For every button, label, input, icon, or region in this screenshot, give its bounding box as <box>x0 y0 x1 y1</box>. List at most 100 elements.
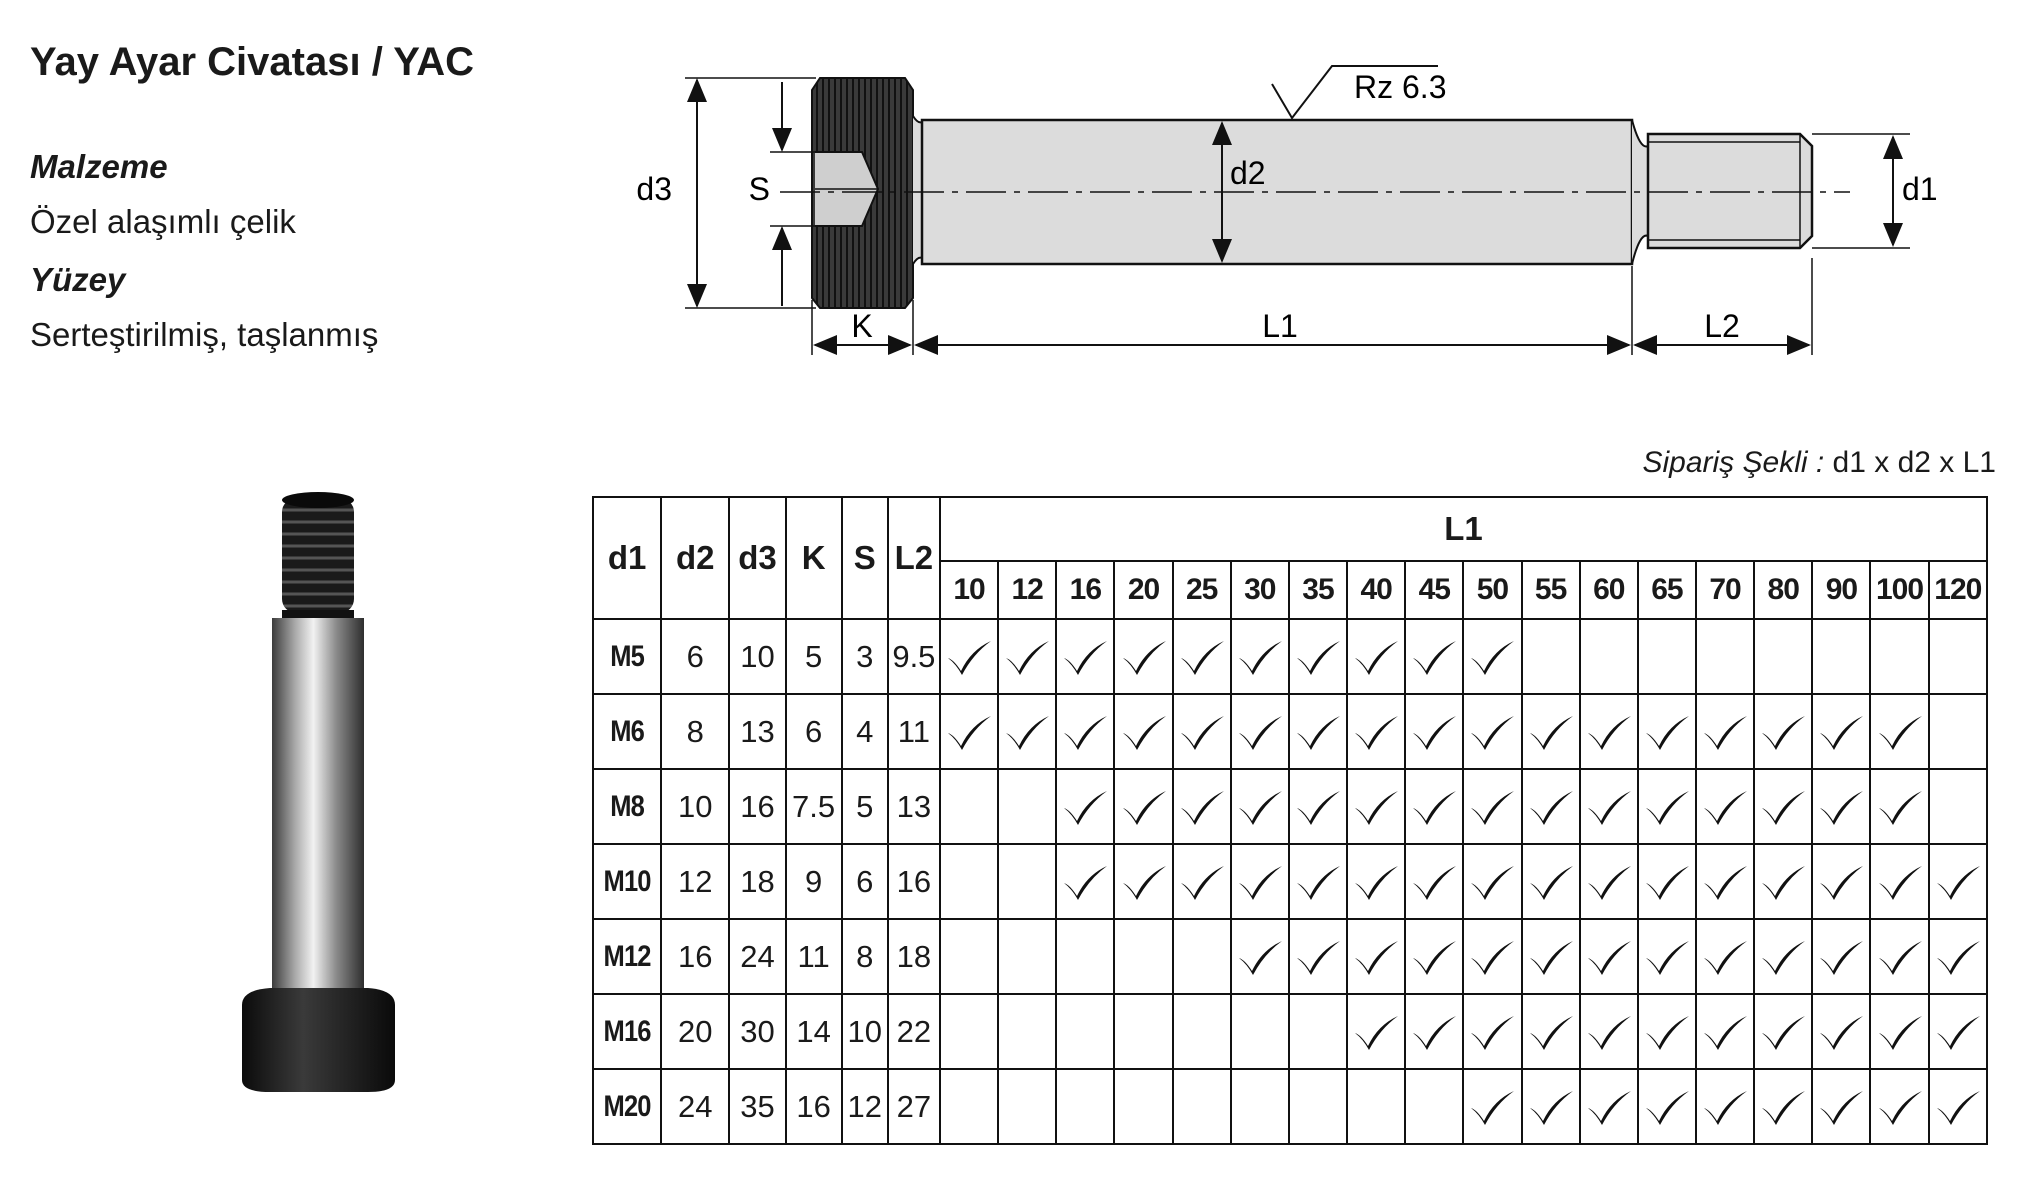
check-icon <box>1229 693 1290 770</box>
empty-cell <box>997 993 1058 1070</box>
check-icon <box>1927 1068 1989 1145</box>
empty-cell <box>1694 618 1756 695</box>
check-icon <box>1404 843 1465 920</box>
cell-k: 11 <box>784 918 843 995</box>
empty-cell <box>997 768 1058 845</box>
check-icon <box>1869 1068 1930 1145</box>
cell-d2: 6 <box>660 618 731 695</box>
l1-length-header: 16 <box>1055 560 1116 620</box>
empty-cell <box>1113 993 1174 1070</box>
empty-cell <box>1229 1068 1290 1145</box>
check-icon <box>1694 993 1756 1070</box>
check-icon <box>1927 993 1989 1070</box>
cell-k: 7.5 <box>784 768 843 845</box>
check-icon <box>1520 843 1581 920</box>
check-icon <box>1636 768 1697 845</box>
cell-s: 6 <box>840 843 889 920</box>
check-icon <box>1811 768 1872 845</box>
l1-length-header: 20 <box>1113 560 1174 620</box>
empty-cell <box>1346 1068 1407 1145</box>
header-d2: d2 <box>660 496 731 620</box>
check-icon <box>1287 618 1349 695</box>
check-icon <box>1694 843 1756 920</box>
header-l1: L1 <box>938 496 1989 562</box>
check-icon <box>1229 768 1290 845</box>
l1-length-header: 35 <box>1287 560 1349 620</box>
cell-d3: 30 <box>728 993 787 1070</box>
check-icon <box>1229 618 1290 695</box>
check-icon <box>1346 918 1407 995</box>
check-icon <box>1753 768 1814 845</box>
d2-label: d2 <box>1230 155 1266 191</box>
header-l2: L2 <box>886 496 941 620</box>
cell-d1: M6 <box>597 693 657 770</box>
cell-d3: 18 <box>728 843 787 920</box>
check-icon <box>1404 768 1465 845</box>
cell-s: 8 <box>840 918 889 995</box>
check-icon <box>1462 618 1523 695</box>
order-format-formula: d1 x d2 x L1 <box>1832 446 1996 479</box>
check-icon <box>1694 693 1756 770</box>
surface-value: Serteştirilmiş, taşlanmış <box>30 316 379 353</box>
cell-d1: M5 <box>597 618 657 695</box>
cell-d2: 16 <box>660 918 731 995</box>
d1-label: d1 <box>1902 171 1938 207</box>
empty-cell <box>997 843 1058 920</box>
check-icon <box>1404 918 1465 995</box>
check-icon <box>1346 618 1407 695</box>
check-icon <box>1404 693 1465 770</box>
check-icon <box>1462 693 1523 770</box>
l1-length-header: 55 <box>1520 560 1581 620</box>
check-icon <box>1404 618 1465 695</box>
material-label: Malzeme <box>30 148 168 185</box>
roughness-symbol <box>1271 65 1438 120</box>
s-label: S <box>749 171 770 207</box>
cell-d2: 10 <box>660 768 731 845</box>
check-icon <box>1055 768 1116 845</box>
check-icon <box>1753 843 1814 920</box>
order-format-label: Sipariş Şekli : <box>1642 446 1825 479</box>
cell-d3: 16 <box>728 768 787 845</box>
check-icon <box>1811 918 1872 995</box>
cell-d3: 10 <box>728 618 787 695</box>
bolt-thread <box>1646 132 1814 250</box>
empty-cell <box>1636 618 1697 695</box>
check-icon <box>1578 693 1639 770</box>
check-icon <box>997 618 1058 695</box>
empty-cell <box>1287 993 1349 1070</box>
empty-cell <box>938 843 1000 920</box>
check-icon <box>1520 1068 1581 1145</box>
material-value: Özel alaşımlı çelik <box>30 203 296 240</box>
l1-length-header: 60 <box>1578 560 1639 620</box>
cell-d1: M12 <box>597 918 657 995</box>
check-icon <box>1055 843 1116 920</box>
header-s: S <box>840 496 889 620</box>
check-icon <box>1462 843 1523 920</box>
cell-k: 16 <box>784 1068 843 1145</box>
l1-length-header: 80 <box>1753 560 1814 620</box>
check-icon <box>1636 843 1697 920</box>
check-icon <box>1287 918 1349 995</box>
cell-s: 4 <box>840 693 889 770</box>
cell-d2: 8 <box>660 693 731 770</box>
empty-cell <box>1287 1068 1349 1145</box>
surface-label: Yüzey <box>30 261 126 298</box>
empty-cell <box>1229 993 1290 1070</box>
empty-cell <box>1927 693 1989 770</box>
check-icon <box>1462 918 1523 995</box>
l1-length-header: 70 <box>1694 560 1756 620</box>
check-icon <box>1578 1068 1639 1145</box>
empty-cell <box>938 993 1000 1070</box>
check-icon <box>938 618 1000 695</box>
cell-d3: 35 <box>728 1068 787 1145</box>
check-icon <box>1636 918 1697 995</box>
l1-length-header: 50 <box>1462 560 1523 620</box>
empty-cell <box>1520 618 1581 695</box>
cell-l2: 13 <box>886 768 941 845</box>
cell-l2: 22 <box>886 993 941 1070</box>
